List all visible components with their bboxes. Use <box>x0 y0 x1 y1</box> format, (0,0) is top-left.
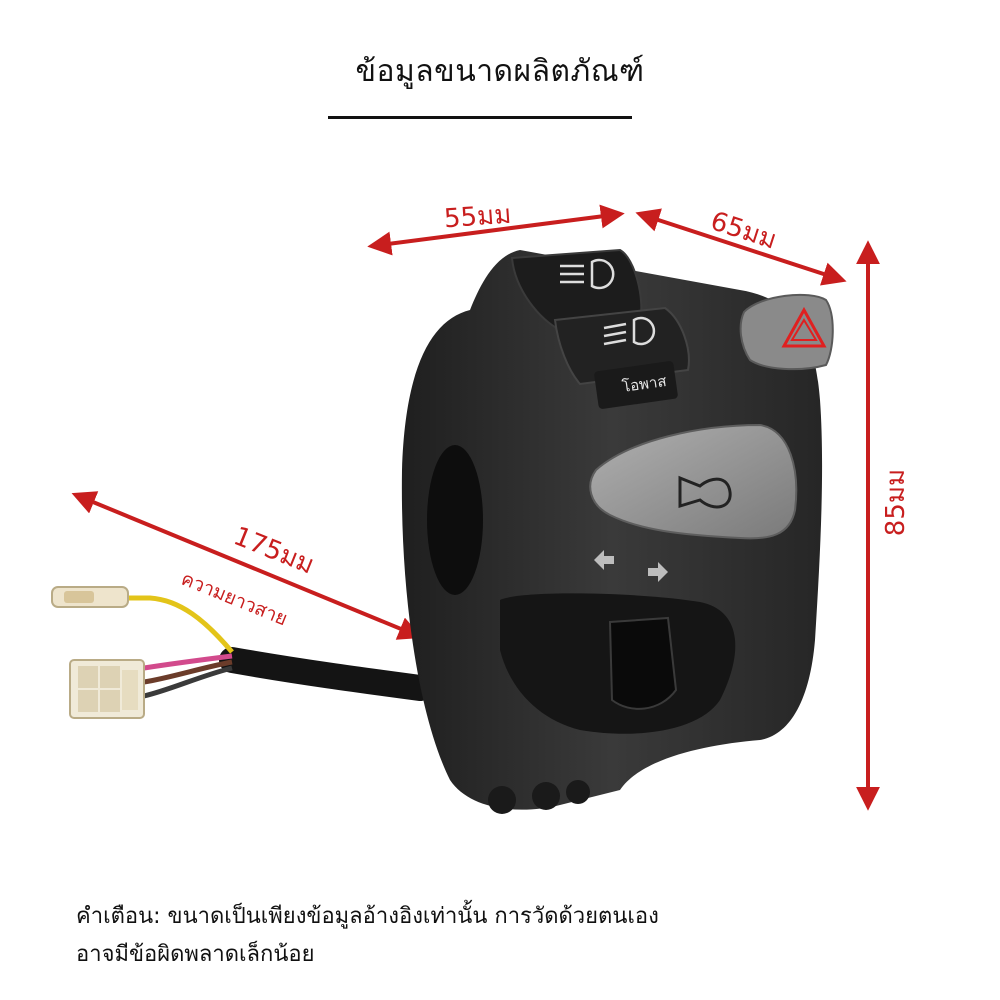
cable-assembly <box>51 586 433 719</box>
horn-icon <box>678 475 732 509</box>
dimension-arrow-175 <box>71 491 423 640</box>
dimension-arrow-65 <box>635 208 847 286</box>
turn-right-icon <box>648 562 668 582</box>
disclaimer-line-2: อาจมีข้อผิดพลาดเล็กน้อย <box>76 942 315 967</box>
disclaimer-line-1: คำเตือน: ขนาดเป็นเพียงข้อมูลอ้างอิงเท่าน… <box>76 904 659 929</box>
dimension-label-55: 55มม <box>443 199 513 235</box>
dimension-arrow-55 <box>367 204 625 256</box>
turn-left-icon <box>594 550 614 570</box>
low-beam-icon <box>603 316 656 346</box>
high-beam-icon <box>560 258 615 290</box>
page-title: ข้อมูลขนาดผลิตภัณฑ์ <box>355 54 645 89</box>
switch-housing <box>401 248 834 814</box>
disclaimer-note: คำเตือน: ขนาดเป็นเพียงข้อมูลอ้างอิงเท่าน… <box>76 898 936 974</box>
title-underline <box>328 116 632 119</box>
dimension-label-85: 85มม <box>881 468 912 537</box>
hazard-icon <box>781 306 827 348</box>
